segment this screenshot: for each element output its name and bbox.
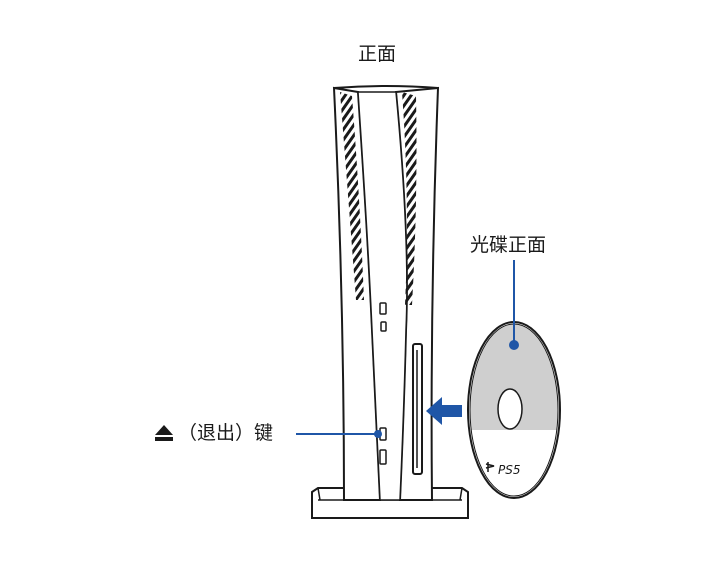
disc-logo-text: PS5	[498, 463, 521, 477]
ps-logo-icon	[485, 462, 495, 472]
usb-port-upper	[379, 302, 387, 315]
disc-front-label: 光碟正面	[470, 234, 547, 256]
leader-dot-disc	[509, 340, 519, 350]
usb-port-lower	[380, 321, 387, 332]
eject-label: （退出）键	[154, 422, 273, 444]
eject-icon	[154, 424, 174, 442]
eject-label-text: （退出）键	[178, 422, 274, 444]
front-label: 正面	[358, 43, 397, 65]
power-button-slot	[379, 449, 387, 465]
arrow-left-icon	[426, 397, 462, 425]
console-center-body	[357, 91, 408, 501]
leader-dot-eject	[374, 430, 382, 438]
disc	[467, 321, 561, 499]
